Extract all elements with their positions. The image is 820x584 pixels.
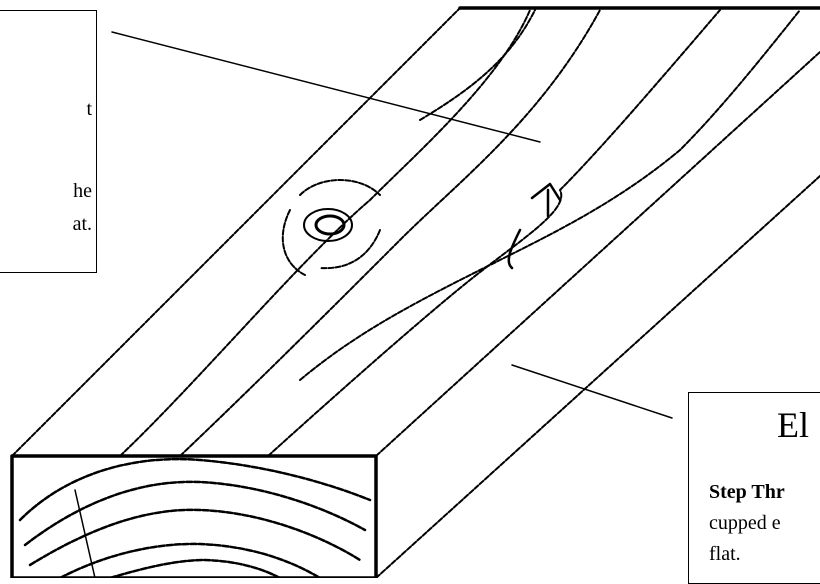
- callout-text-line: he: [73, 181, 92, 201]
- callout-box-top: t he at.: [0, 10, 97, 273]
- callout-text-line: at.: [73, 214, 92, 234]
- knot-core: [316, 216, 344, 234]
- knot: [283, 180, 560, 275]
- grain-line: [420, 10, 535, 120]
- end-grain-arcs: [20, 459, 370, 578]
- step-label: Step Thr: [709, 481, 785, 503]
- callout-heading: El: [777, 407, 809, 443]
- end-grain-arc: [30, 510, 360, 565]
- callout-box-bottom: El Step Thr cupped e flat.: [688, 392, 820, 584]
- leader-line-bottom: [512, 365, 672, 418]
- step-text: flat.: [709, 539, 820, 570]
- leader-line-top: [112, 32, 540, 142]
- callout-body: Step Thr cupped e flat.: [709, 477, 820, 570]
- grain-mark: [509, 184, 560, 268]
- step-text: cupped e: [709, 508, 820, 539]
- knot-ring-outer: [283, 180, 380, 275]
- callout-text-line: t: [86, 99, 92, 119]
- end-grain-arc: [110, 560, 280, 578]
- leader-line-end: [75, 490, 95, 578]
- grain-lines: [120, 10, 800, 456]
